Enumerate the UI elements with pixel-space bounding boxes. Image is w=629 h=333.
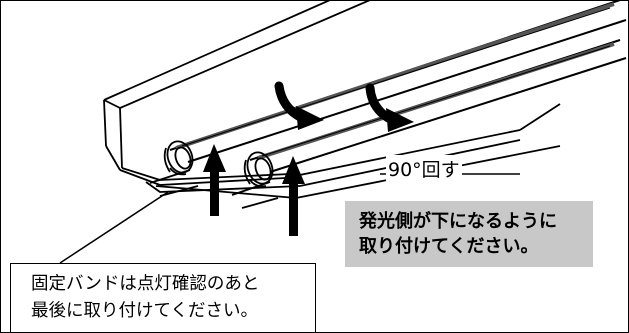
led-tube-2: [231, 39, 627, 209]
rotation-arrow-2-icon: [365, 83, 414, 132]
rotation-arrow-1-icon: [274, 81, 324, 130]
rotate-label: 90°回す: [386, 155, 462, 182]
callout-leader-line: [59, 191, 169, 264]
insert-arrow-2-icon: [282, 156, 305, 236]
orientation-note: 発光側が下になるように 取り付けてください。: [345, 201, 593, 267]
band-callout: 固定バンドは点灯確認のあと 最後に取り付けてください。: [10, 263, 316, 333]
led-tube-1: [149, 0, 627, 197]
insert-arrow-1-icon: [203, 144, 226, 216]
